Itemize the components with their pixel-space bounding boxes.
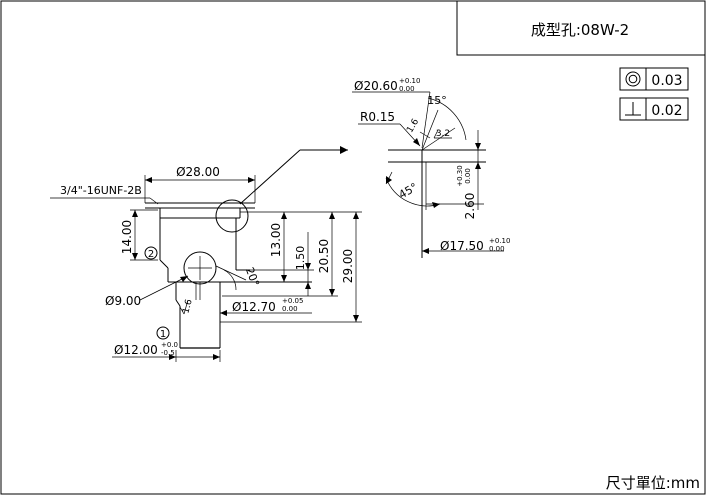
angle-45: 45°	[397, 180, 420, 201]
dim-dia-17-50-tol-low: 0.00	[489, 245, 505, 253]
title-block: 成型孔:08W-2	[456, 0, 706, 56]
dim-1-5: 1.50	[294, 246, 307, 271]
dim-dia-20-60-tol-up: +0.10	[399, 77, 420, 85]
dim-29: 29.00	[341, 249, 355, 283]
dim-dia-12-tol-low: -0.5	[161, 349, 175, 357]
dim-dia-12-70-tol-up: +0.05	[282, 297, 303, 305]
dim-dia-17-50-tol-up: +0.10	[489, 237, 510, 245]
tolerance-perpendicularity: 0.02	[619, 97, 689, 121]
perpendicularity-icon	[625, 102, 641, 116]
dim-dia-20-60-tol-low: 0.00	[399, 85, 415, 93]
dim-dia-12-70: Ø12.70	[232, 300, 276, 314]
detail-view: Ø20.60 +0.10 0.00 15° R0.15 1.6 3.2 45° …	[352, 77, 510, 258]
part-view: Ø28.00 3/4"-16UNF-2B 14.00 2 Ø9.00 20° 1…	[50, 146, 362, 362]
circle-mark-1	[156, 326, 170, 340]
dim-dia-12: Ø12.00	[114, 343, 158, 357]
units-note: 尺寸單位:mm	[606, 474, 700, 492]
dim-20-5: 20.50	[317, 239, 331, 273]
roughness-1-6: 1.6	[405, 117, 421, 135]
angle-15: 15°	[427, 94, 447, 107]
dim-dia-12-tol-up: +0.0	[161, 341, 178, 349]
angle-20: 20°	[243, 265, 262, 288]
roughness-1-6: 1.6	[181, 298, 194, 315]
tolerance-value: 0.03	[651, 73, 682, 89]
dim-2-60-tol-up: +0.30	[456, 165, 464, 186]
radius-label: R0.15	[360, 110, 395, 124]
concentricity-icon	[625, 71, 641, 87]
dim-13: 13.00	[269, 223, 283, 257]
dim-dia-17-50: Ø17.50	[440, 239, 484, 253]
dim-2-60: 2.60	[463, 193, 477, 220]
tolerance-value: 0.02	[651, 103, 682, 119]
circle-mark-2-label: 2	[148, 249, 154, 260]
thread-spec: 3/4"-16UNF-2B	[60, 184, 142, 197]
title-label: 成型孔:08W-2	[531, 21, 629, 39]
dim-2-60-tol-low: 0.00	[464, 168, 472, 184]
circle-mark-2	[144, 246, 158, 260]
circle-mark-1-label: 1	[160, 329, 166, 340]
dim-dia-28: Ø28.00	[176, 165, 220, 179]
dim-dia-20-60: Ø20.60	[354, 79, 398, 93]
tolerance-concentricity: 0.03	[619, 67, 689, 91]
dim-14: 14.00	[120, 220, 134, 254]
dim-dia-12-70-tol-low: 0.00	[282, 305, 298, 313]
roughness-3-2: 3.2	[436, 129, 450, 139]
dim-dia-9: Ø9.00	[105, 294, 141, 308]
